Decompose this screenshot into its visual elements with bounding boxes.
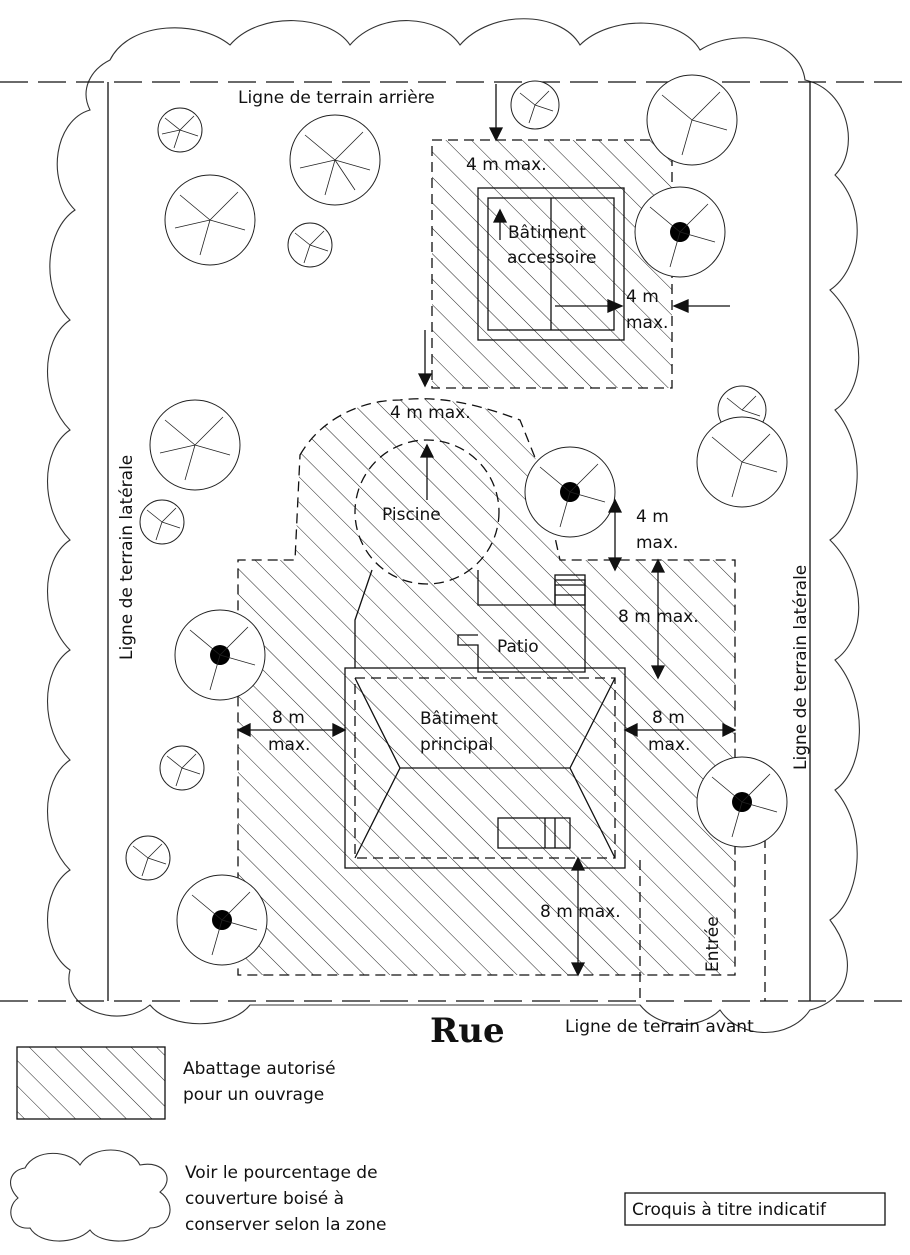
dim-accessory-side-4m-1: 4 m	[626, 287, 659, 307]
front-line-label: Ligne de terrain avant	[565, 1017, 754, 1037]
wooded-area-outline	[46, 18, 860, 1034]
tree	[696, 756, 788, 848]
patio-label: Patio	[497, 637, 539, 657]
pool	[354, 439, 500, 585]
tree	[176, 874, 268, 966]
tree	[289, 114, 381, 206]
legend-hatch-label-1: Abattage autorisé	[183, 1059, 336, 1079]
tree	[157, 107, 203, 153]
dim-left-8m-1: 8 m	[272, 708, 305, 728]
street-label: Rue	[430, 1011, 505, 1051]
main-building-label-1: Bâtiment	[420, 709, 498, 729]
legend-cloud-swatch	[9, 1149, 171, 1242]
tree	[646, 74, 738, 166]
dimension-arrows	[236, 84, 737, 977]
main-building	[344, 667, 626, 869]
entrance-label: Entrée	[703, 916, 723, 972]
tree	[174, 609, 266, 701]
note-label: Croquis à titre indicatif	[632, 1200, 827, 1220]
tree	[139, 499, 185, 545]
note-box	[624, 1192, 886, 1226]
pool-label: Piscine	[382, 505, 441, 525]
accessory-building-label-1: Bâtiment	[508, 223, 586, 243]
dim-rear-4m: 4 m max.	[466, 155, 547, 175]
dim-patio-side-4m-1: 4 m	[636, 507, 669, 527]
tree	[149, 399, 241, 491]
tree	[164, 174, 256, 266]
dim-right-8m-1: 8 m	[652, 708, 685, 728]
legend-hatch-swatch	[16, 1046, 166, 1120]
dim-accessory-side-4m-2: max.	[626, 313, 668, 333]
legend-cloud-label-1: Voir le pourcentage de	[185, 1163, 378, 1183]
tree	[634, 186, 726, 278]
dim-patio-8m: 8 m max.	[618, 607, 699, 627]
dim-patio-side-4m-2: max.	[636, 533, 678, 553]
accessory-building-label-2: accessoire	[507, 248, 596, 268]
rear-line-label: Ligne de terrain arrière	[238, 88, 435, 108]
dim-front-8m: 8 m max.	[540, 902, 621, 922]
dim-left-8m-2: max.	[268, 735, 310, 755]
trees	[125, 74, 788, 966]
legend-cloud-label-3: conserver selon la zone	[185, 1215, 386, 1235]
left-side-line-label: Ligne de terrain latérale	[117, 455, 137, 660]
tree	[159, 745, 205, 791]
patio	[354, 569, 586, 673]
hatched-zone-main	[237, 398, 736, 976]
accessory-building	[477, 187, 625, 341]
tree	[510, 80, 560, 130]
tree	[287, 222, 333, 268]
right-side-line-label: Ligne de terrain latérale	[791, 565, 811, 770]
legend-hatch-label-2: pour un ouvrage	[183, 1085, 324, 1105]
tree	[524, 446, 616, 538]
dim-pool-4m: 4 m max.	[390, 403, 471, 423]
legend-cloud-label-2: couverture boisé à	[185, 1189, 344, 1209]
dim-right-8m-2: max.	[648, 735, 690, 755]
tree	[696, 416, 788, 508]
main-building-label-2: principal	[420, 735, 493, 755]
hatched-zone-accessory	[431, 139, 673, 389]
tree	[125, 835, 171, 881]
legend: Abattage autorisé pour un ouvrage Voir l…	[9, 1046, 886, 1242]
